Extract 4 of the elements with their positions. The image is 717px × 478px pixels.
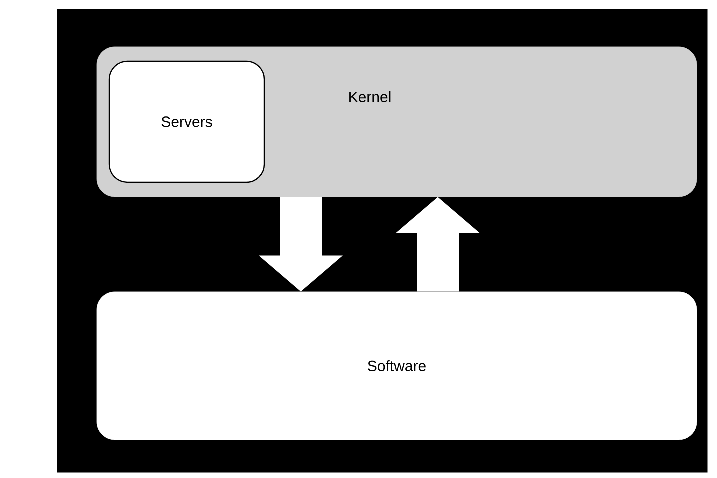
software-box: Software <box>96 292 698 440</box>
block-arrow <box>259 197 343 292</box>
server-box: Servers <box>108 60 266 184</box>
block-arrow <box>396 197 480 292</box>
